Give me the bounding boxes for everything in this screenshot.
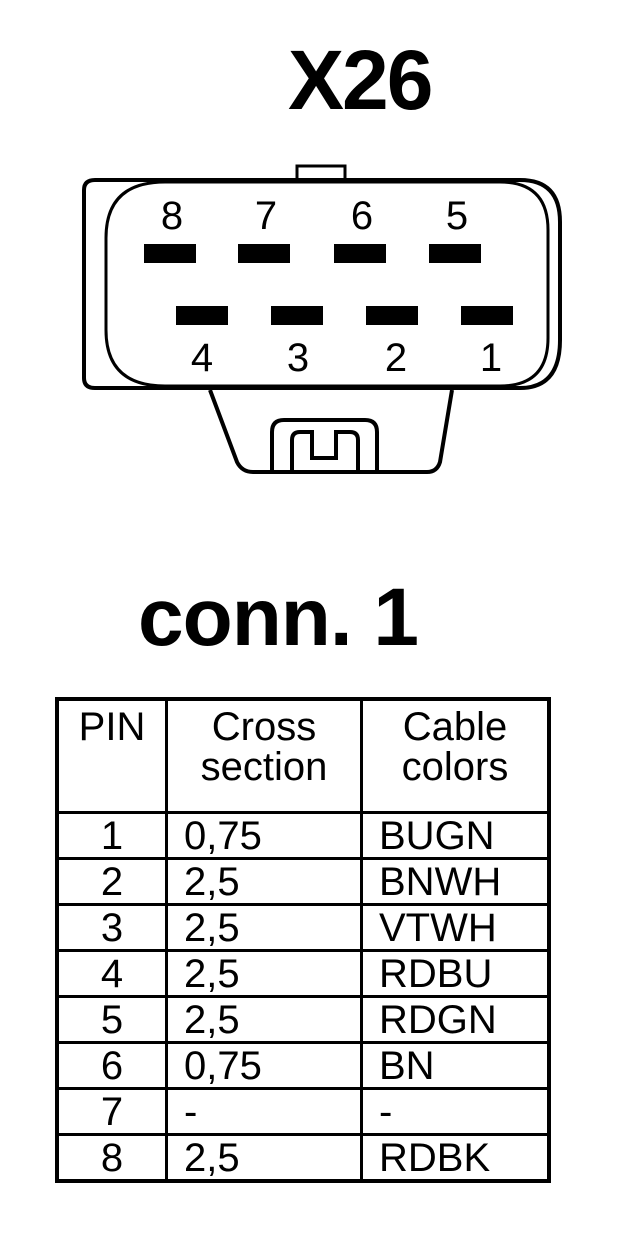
header-color-line1: Cable	[402, 705, 508, 749]
cell-pin: 4	[55, 949, 168, 998]
cell-cross-section: 2,5	[165, 903, 363, 952]
table-row: 3 2,5 VTWH	[55, 903, 551, 952]
cell-cable-color: VTWH	[360, 903, 551, 952]
header-pin-label: PIN	[78, 705, 146, 749]
table-row: 7 - -	[55, 1087, 551, 1136]
pin-label-3: 3	[286, 336, 310, 380]
cell-cross-section: 0,75	[165, 811, 363, 860]
pin-5-contact	[429, 244, 481, 263]
pin-label-6: 6	[350, 194, 374, 238]
cell-cross-section: 2,5	[165, 857, 363, 906]
cell-cross-section: 2,5	[165, 949, 363, 998]
pin-3-contact	[271, 306, 323, 325]
header-cross-section: Cross section	[165, 697, 363, 814]
clip-inner	[270, 418, 379, 472]
pin-assignment-table: PIN Cross section Cable colors 1 0,75 BU…	[55, 697, 551, 1183]
pin-label-4: 4	[190, 336, 214, 380]
header-pin: PIN	[55, 697, 168, 814]
pin-label-8: 8	[160, 194, 184, 238]
pin-4-contact	[176, 306, 228, 325]
table-row: 8 2,5 RDBK	[55, 1133, 551, 1183]
pin-8-contact	[144, 244, 196, 263]
table-row: 5 2,5 RDGN	[55, 995, 551, 1044]
cell-pin: 8	[55, 1133, 168, 1183]
table-row: 4 2,5 RDBU	[55, 949, 551, 998]
cell-cable-color: BN	[360, 1041, 551, 1090]
pin-label-7: 7	[254, 194, 278, 238]
cell-pin: 6	[55, 1041, 168, 1090]
cell-pin: 3	[55, 903, 168, 952]
cell-pin: 5	[55, 995, 168, 1044]
cell-cable-color: RDBU	[360, 949, 551, 998]
table-row: 2 2,5 BNWH	[55, 857, 551, 906]
cell-cable-color: RDBK	[360, 1133, 551, 1183]
cell-cross-section: -	[165, 1087, 363, 1136]
clip-notch	[290, 430, 360, 472]
inner-face	[104, 180, 550, 388]
cell-pin: 1	[55, 811, 168, 860]
table-row: 1 0,75 BUGN	[55, 811, 551, 860]
pin-label-2: 2	[384, 336, 408, 380]
pin-label-1: 1	[479, 336, 503, 380]
conn-title-text: conn. 1	[138, 572, 419, 663]
pin-label-5: 5	[445, 194, 469, 238]
cell-cross-section: 2,5	[165, 995, 363, 1044]
connector-diagram	[82, 164, 562, 474]
table-row: 6 0,75 BN	[55, 1041, 551, 1090]
cell-cable-color: RDGN	[360, 995, 551, 1044]
cell-pin: 2	[55, 857, 168, 906]
header-cross-line2: section	[200, 745, 328, 789]
cell-pin: 7	[55, 1087, 168, 1136]
table-header-row: PIN Cross section Cable colors	[55, 697, 551, 814]
header-cross-line1: Cross	[211, 705, 317, 749]
bottom-clip	[208, 389, 454, 474]
pin-2-contact	[366, 306, 418, 325]
header-cable-colors: Cable colors	[360, 697, 551, 814]
pin-1-contact	[461, 306, 513, 325]
cell-cable-color: -	[360, 1087, 551, 1136]
connector-name: X26	[288, 33, 433, 127]
cell-cable-color: BUGN	[360, 811, 551, 860]
pin-6-contact	[334, 244, 386, 263]
cell-cross-section: 2,5	[165, 1133, 363, 1183]
cell-cable-color: BNWH	[360, 857, 551, 906]
pin-7-contact	[238, 244, 290, 263]
cell-cross-section: 0,75	[165, 1041, 363, 1090]
header-color-line2: colors	[401, 745, 509, 789]
